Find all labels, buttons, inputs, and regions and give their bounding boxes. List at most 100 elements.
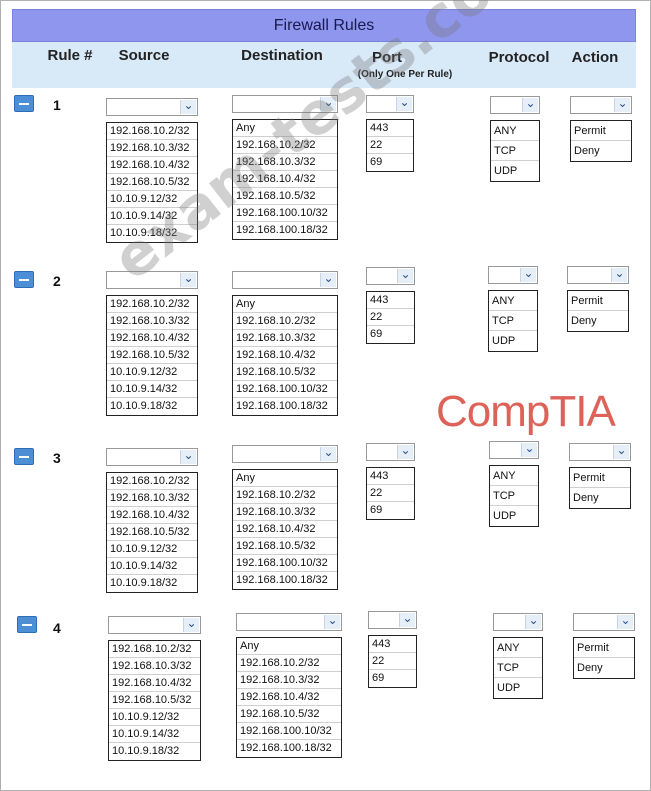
destination-option[interactable]: 192.168.100.18/32 bbox=[236, 224, 328, 236]
chevron-down-icon[interactable]: ⌄ bbox=[180, 449, 196, 464]
chevron-down-icon[interactable]: ⌄ bbox=[520, 267, 536, 282]
source-select[interactable]: ⌄ bbox=[106, 98, 198, 116]
source-option[interactable]: 192.168.10.4/32 bbox=[107, 157, 197, 174]
protocol-option[interactable]: TCP bbox=[494, 658, 542, 678]
protocol-option[interactable]: ANY bbox=[494, 638, 542, 658]
source-option[interactable]: 192.168.10.2/32 bbox=[107, 123, 197, 140]
destination-select[interactable]: ⌄ bbox=[232, 445, 338, 463]
action-select[interactable]: ⌄ bbox=[567, 266, 629, 284]
destination-option[interactable]: 192.168.100.10/32 bbox=[233, 381, 337, 398]
chevron-down-icon[interactable]: ⌄ bbox=[521, 442, 537, 457]
protocol-select[interactable]: ⌄ bbox=[490, 96, 540, 114]
minus-icon[interactable] bbox=[14, 95, 34, 112]
action-option[interactable]: Deny bbox=[571, 315, 597, 327]
action-option[interactable]: Deny bbox=[574, 145, 600, 157]
destination-option[interactable]: 192.168.100.18/32 bbox=[236, 574, 328, 586]
source-option[interactable]: 10.10.9.14/32 bbox=[107, 558, 197, 575]
destination-option[interactable]: 192.168.100.18/32 bbox=[236, 400, 328, 412]
chevron-down-icon[interactable]: ⌄ bbox=[525, 614, 541, 629]
source-option[interactable]: 192.168.10.5/32 bbox=[109, 692, 200, 709]
source-option[interactable]: 192.168.10.4/32 bbox=[109, 675, 200, 692]
action-select[interactable]: ⌄ bbox=[570, 96, 632, 114]
destination-option[interactable]: 192.168.100.10/32 bbox=[233, 555, 337, 572]
destination-option[interactable]: 192.168.10.4/32 bbox=[233, 171, 337, 188]
source-option[interactable]: 192.168.10.5/32 bbox=[107, 174, 197, 191]
port-option[interactable]: 443 bbox=[367, 120, 413, 137]
chevron-down-icon[interactable]: ⌄ bbox=[397, 268, 413, 283]
source-option[interactable]: 10.10.9.12/32 bbox=[107, 364, 197, 381]
chevron-down-icon[interactable]: ⌄ bbox=[613, 444, 629, 459]
protocol-option[interactable]: ANY bbox=[491, 121, 539, 141]
destination-select[interactable]: ⌄ bbox=[232, 95, 338, 113]
port-option[interactable]: 443 bbox=[367, 292, 414, 309]
source-option[interactable]: 192.168.10.2/32 bbox=[107, 296, 197, 313]
port-option[interactable]: 69 bbox=[370, 156, 383, 168]
destination-option[interactable]: 192.168.10.4/32 bbox=[237, 689, 341, 706]
source-option[interactable]: 192.168.10.5/32 bbox=[107, 347, 197, 364]
port-select[interactable]: ⌄ bbox=[368, 611, 417, 629]
destination-option[interactable]: 192.168.10.5/32 bbox=[233, 364, 337, 381]
chevron-down-icon[interactable]: ⌄ bbox=[180, 99, 196, 114]
chevron-down-icon[interactable]: ⌄ bbox=[397, 444, 413, 459]
source-option[interactable]: 10.10.9.18/32 bbox=[112, 745, 180, 757]
protocol-select[interactable]: ⌄ bbox=[488, 266, 538, 284]
action-option[interactable]: Deny bbox=[577, 662, 603, 674]
source-option[interactable]: 192.168.10.3/32 bbox=[109, 658, 200, 675]
action-option[interactable]: Permit bbox=[571, 121, 631, 141]
protocol-select[interactable]: ⌄ bbox=[489, 441, 539, 459]
source-option[interactable]: 192.168.10.3/32 bbox=[107, 140, 197, 157]
port-select[interactable]: ⌄ bbox=[366, 267, 415, 285]
protocol-option[interactable]: TCP bbox=[490, 486, 538, 506]
chevron-down-icon[interactable]: ⌄ bbox=[399, 612, 415, 627]
minus-icon[interactable] bbox=[14, 448, 34, 465]
destination-option[interactable]: 192.168.10.2/32 bbox=[233, 313, 337, 330]
minus-icon[interactable] bbox=[14, 271, 34, 288]
port-option[interactable]: 22 bbox=[367, 137, 413, 154]
protocol-option[interactable]: ANY bbox=[489, 291, 537, 311]
destination-option[interactable]: 192.168.10.4/32 bbox=[233, 521, 337, 538]
destination-option[interactable]: 192.168.10.2/32 bbox=[233, 137, 337, 154]
protocol-option[interactable]: UDP bbox=[492, 335, 516, 347]
port-option[interactable]: 22 bbox=[367, 309, 414, 326]
chevron-down-icon[interactable]: ⌄ bbox=[183, 617, 199, 632]
source-select[interactable]: ⌄ bbox=[106, 271, 198, 289]
protocol-option[interactable]: UDP bbox=[494, 165, 518, 177]
destination-option[interactable]: 192.168.10.5/32 bbox=[237, 706, 341, 723]
protocol-option[interactable]: ANY bbox=[490, 466, 538, 486]
source-option[interactable]: 10.10.9.12/32 bbox=[109, 709, 200, 726]
source-option[interactable]: 10.10.9.12/32 bbox=[107, 541, 197, 558]
source-option[interactable]: 10.10.9.14/32 bbox=[109, 726, 200, 743]
port-option[interactable]: 443 bbox=[367, 468, 414, 485]
source-select[interactable]: ⌄ bbox=[108, 616, 201, 634]
port-option[interactable]: 69 bbox=[370, 328, 383, 340]
action-option[interactable]: Permit bbox=[570, 468, 630, 488]
chevron-down-icon[interactable]: ⌄ bbox=[320, 272, 336, 287]
action-option[interactable]: Deny bbox=[573, 492, 599, 504]
destination-option[interactable]: 192.168.10.2/32 bbox=[237, 655, 341, 672]
destination-option[interactable]: Any bbox=[233, 120, 337, 137]
chevron-down-icon[interactable]: ⌄ bbox=[324, 614, 340, 629]
port-option[interactable]: 69 bbox=[370, 504, 383, 516]
destination-option[interactable]: 192.168.100.10/32 bbox=[233, 205, 337, 222]
port-option[interactable]: 443 bbox=[369, 636, 416, 653]
destination-select[interactable]: ⌄ bbox=[236, 613, 342, 631]
source-option[interactable]: 192.168.10.3/32 bbox=[107, 313, 197, 330]
action-select[interactable]: ⌄ bbox=[573, 613, 635, 631]
action-option[interactable]: Permit bbox=[568, 291, 628, 311]
source-option[interactable]: 192.168.10.5/32 bbox=[107, 524, 197, 541]
port-option[interactable]: 69 bbox=[372, 672, 385, 684]
destination-select[interactable]: ⌄ bbox=[232, 271, 338, 289]
source-option[interactable]: 10.10.9.14/32 bbox=[107, 381, 197, 398]
destination-option[interactable]: 192.168.10.5/32 bbox=[233, 188, 337, 205]
chevron-down-icon[interactable]: ⌄ bbox=[320, 96, 336, 111]
action-select[interactable]: ⌄ bbox=[569, 443, 631, 461]
